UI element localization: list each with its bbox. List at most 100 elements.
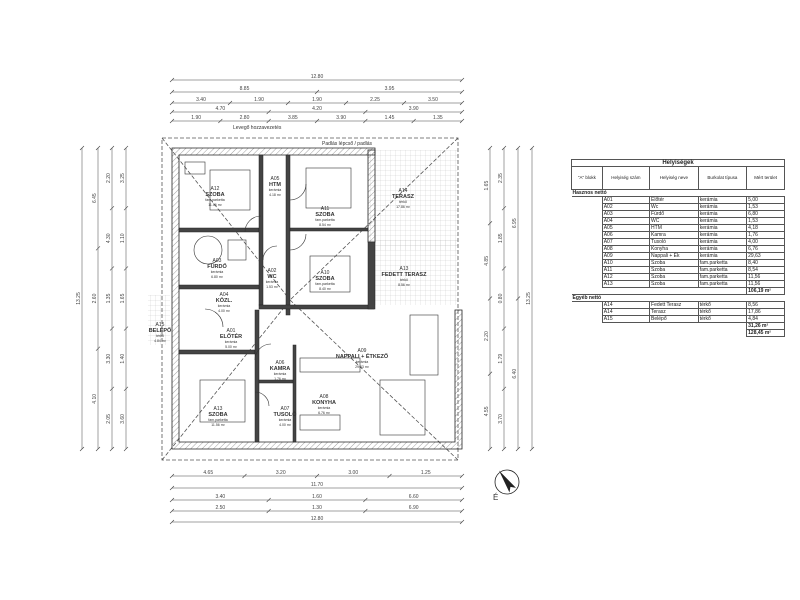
dim-tick: [123, 326, 129, 331]
dim-tick: [266, 118, 271, 124]
room-name: FÜRDŐ: [207, 263, 227, 270]
svg-text:É: É: [493, 493, 498, 502]
table-blank-cell: [572, 253, 603, 260]
table-cell: Konyha: [649, 245, 699, 253]
room-name: TUSOLÓ: [274, 410, 298, 418]
terrace-paving: [368, 150, 458, 250]
room-floor: fam.parketta: [208, 418, 228, 422]
table-cell: 29,63: [746, 252, 785, 260]
dim-label: 3.00: [348, 470, 358, 476]
room-code: A12: [211, 186, 220, 192]
dim-label: 1.85: [498, 233, 504, 243]
table-cell: Tusoló: [649, 238, 699, 246]
room-area: 17.86 m²: [396, 205, 411, 209]
dim-label: 1.35: [433, 115, 443, 121]
table-section-label: Egyéb nettó: [571, 294, 785, 302]
room-code: A10: [321, 270, 330, 276]
table-cell: kerámia: [697, 238, 748, 246]
dim-tick: [169, 77, 175, 83]
dim-tick: [169, 118, 175, 124]
dim-tick: [218, 118, 223, 124]
furniture: [184, 161, 439, 436]
room-code: A08: [320, 394, 329, 400]
table-cell: 17,86: [746, 308, 785, 316]
table-cell: Belépő: [649, 315, 699, 323]
dim-tick: [169, 508, 175, 514]
table-cell: A10: [601, 259, 651, 267]
table-cell: 11,56: [746, 273, 785, 281]
table-cell: fam.parketta: [697, 266, 748, 274]
table-col-header: Helyiség neve: [649, 166, 699, 190]
dim-tick: [487, 446, 493, 452]
dim-label: 12.80: [311, 74, 324, 80]
table-cell: 1,53: [746, 217, 785, 225]
room-name: SZOBA: [315, 276, 334, 282]
room-floor: kerámia: [274, 372, 287, 376]
dim-tick: [123, 266, 129, 271]
dim-tick: [169, 497, 175, 503]
dim-tick: [459, 508, 465, 514]
table-blank-cell: [572, 323, 747, 330]
covered-terrace-paving: [368, 240, 458, 305]
dim-tick: [501, 386, 507, 392]
table-cell: Kamra: [649, 231, 699, 239]
table-cell: Szoba: [649, 266, 699, 274]
table-cell: kerámia: [697, 224, 748, 232]
table-col-header: "A" blokk: [571, 166, 603, 190]
room-name: WC: [267, 274, 276, 280]
dim-tick: [459, 519, 465, 525]
table-blank-cell: [572, 211, 603, 218]
entrance-paving: [148, 295, 170, 345]
table-cell: A07: [601, 238, 651, 246]
room-code: A02: [268, 268, 277, 274]
table-blank-cell: [572, 204, 603, 211]
room-name: KONYHA: [312, 400, 336, 406]
dim-tick: [529, 145, 535, 151]
dim-tick: [123, 205, 129, 211]
dim-tick: [343, 100, 349, 106]
table-blank-cell: [572, 225, 603, 232]
table-cell: 4,00: [746, 238, 785, 246]
dim-tick: [529, 446, 535, 452]
table-blank-cell: [572, 316, 603, 323]
dim-tick: [95, 145, 101, 151]
table-cell: A04: [601, 217, 651, 225]
table-cell: kerámia: [697, 217, 748, 225]
room-floor: fam.parketta: [205, 198, 225, 202]
table-cell: kerámia: [697, 203, 748, 211]
table-cell: Fürdő: [649, 210, 699, 218]
dim-label: 3.50: [428, 97, 438, 103]
table-cell: HTM: [649, 224, 699, 232]
dim-tick: [459, 118, 465, 124]
table-cell: Előtér: [649, 196, 699, 204]
dim-tick: [501, 446, 507, 452]
dim-tick: [242, 473, 247, 479]
room-name: SZOBA: [315, 212, 334, 218]
table-cell: 8,40: [746, 259, 785, 267]
dim-tick: [501, 205, 507, 211]
dim-label: 3.20: [276, 470, 286, 476]
dim-label: 2.50: [215, 505, 225, 511]
table-cell: A15: [601, 315, 651, 323]
table-cell: A05: [601, 224, 651, 232]
dim-label: 4.20: [312, 106, 322, 112]
dim-label: 6.45: [92, 193, 98, 203]
attic-note: Padlás lépcső / padlás: [322, 141, 373, 147]
dim-tick: [363, 118, 368, 124]
dim-label: 4.65: [203, 470, 213, 476]
table-cell: kerámia: [697, 245, 748, 253]
dim-label: 2.25: [370, 97, 380, 103]
room-floor: kerámia: [269, 188, 282, 192]
dim-tick: [363, 497, 368, 503]
table-cell: 8,56: [746, 301, 785, 309]
dim-label: 2.20: [484, 331, 490, 341]
table-cell: Szoba: [649, 273, 699, 281]
dim-label: 4.10: [92, 394, 98, 404]
table-blank-cell: [572, 281, 603, 288]
room-floor: fam.parketta: [315, 282, 335, 286]
dim-label: 6.40: [512, 369, 518, 379]
air-supply-note: Levegő hozzavezetés: [233, 125, 282, 131]
table-cell: Fedett Terasz: [649, 301, 699, 309]
